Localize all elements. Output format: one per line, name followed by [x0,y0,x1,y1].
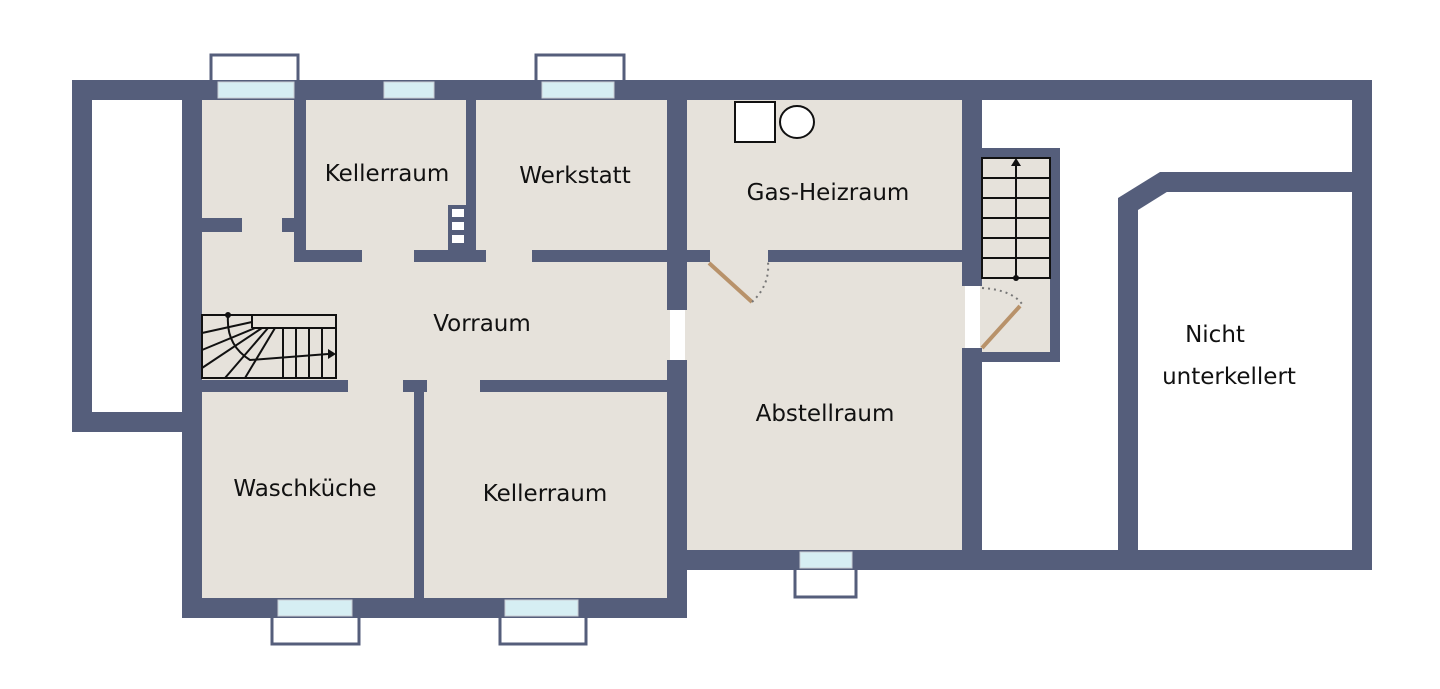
tank-icon [779,105,815,139]
floor-abstellraum [685,100,965,552]
boiler-icon [734,101,776,143]
room-label-abstellraum: Abstellraum [756,401,895,427]
room-label-kellerraum-top: Kellerraum [325,161,450,187]
room-label-waschkueche: Waschküche [233,476,376,502]
room-label-vorraum: Vorraum [433,311,531,337]
room-label-kellerraum-bottom: Kellerraum [483,481,608,507]
window-glass [217,81,853,617]
room-label-unterkellert: unterkellert [1162,364,1296,390]
room-label-gas-heizraum: Gas-Heizraum [747,180,910,206]
floor-main [200,100,670,600]
staircase-left [201,312,337,379]
room-label-nicht: Nicht [1185,322,1245,348]
door-gas-heizraum [707,261,770,304]
shelf [452,209,464,243]
room-label-werkstatt: Werkstatt [519,163,630,189]
staircase-right [981,157,1051,281]
door-stair-alcove [980,287,1023,350]
